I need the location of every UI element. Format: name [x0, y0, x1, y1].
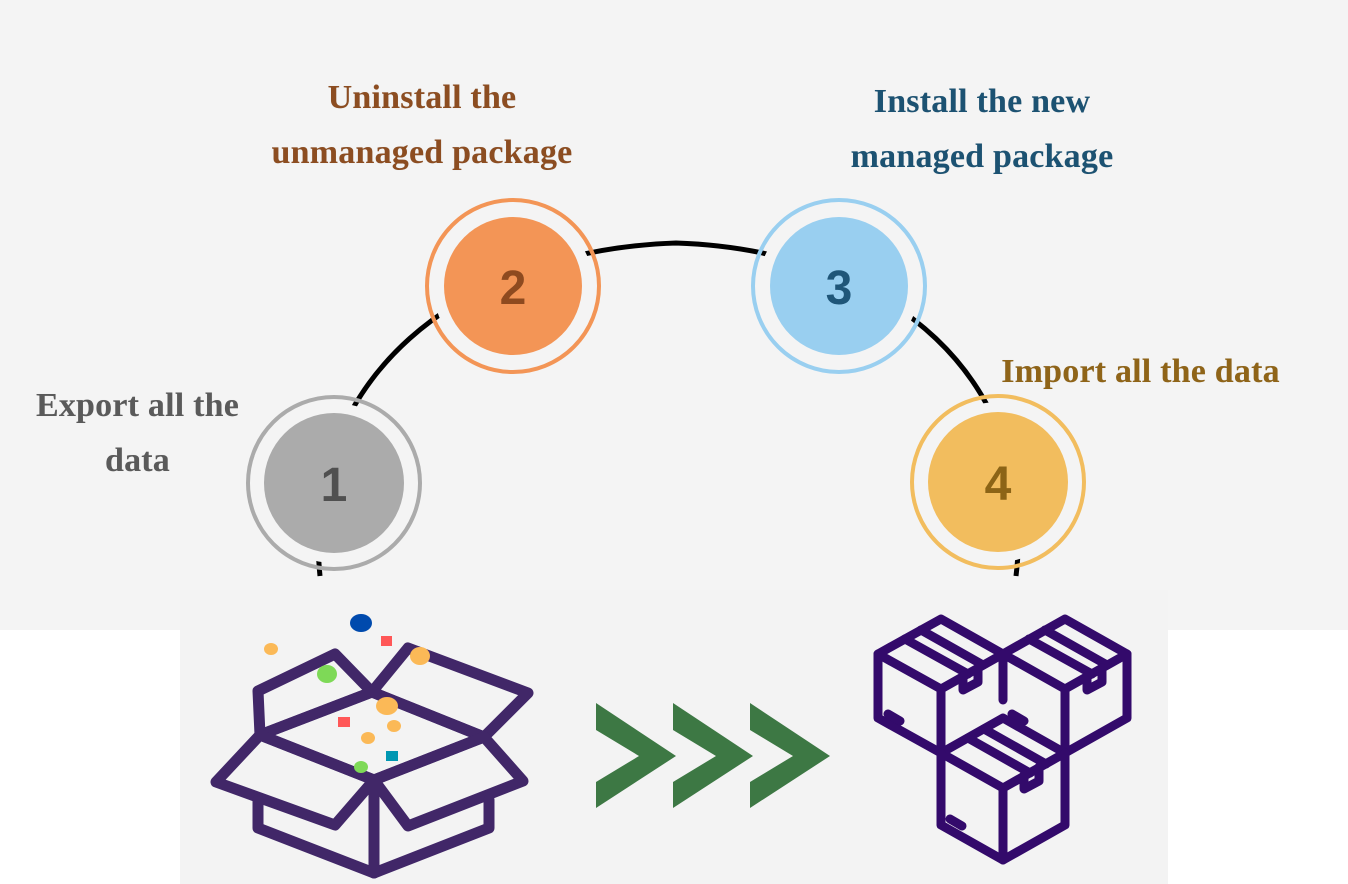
- step-1-number: 1: [321, 459, 348, 512]
- step-2: 2: [425, 198, 601, 374]
- step-2-disc: [444, 217, 582, 355]
- stacked-boxes-icon: [873, 614, 1132, 865]
- step-2-label: Uninstall the unmanaged package: [222, 70, 622, 180]
- step-2-ring: [425, 198, 601, 374]
- step-3: 3: [751, 198, 927, 374]
- step-2-label-line1: Uninstall the: [327, 79, 517, 116]
- step-1-ring: [246, 395, 422, 571]
- step-3-number: 3: [826, 262, 853, 315]
- step-3-label-line2: managed package: [850, 138, 1114, 175]
- step-1: 1: [246, 395, 422, 571]
- step-1-disc: [264, 413, 404, 553]
- step-4-ring: [910, 394, 1086, 570]
- step-3-ring: [751, 198, 927, 374]
- triple-chevron-right-icon: [596, 703, 830, 808]
- step-1-label-line1: Export all the: [35, 387, 239, 424]
- chevron-2: [673, 703, 753, 808]
- step-4-disc: [928, 412, 1068, 552]
- step-3-disc: [770, 217, 908, 355]
- step-3-label: Install the new managed package: [792, 74, 1172, 184]
- step-4-number: 4: [985, 458, 1012, 511]
- step-2-label-line2: unmanaged package: [271, 134, 573, 171]
- step-4-label: Import all the data: [968, 344, 1313, 399]
- step-4: 4: [910, 394, 1086, 570]
- step-1-label: Export all the data: [10, 378, 265, 488]
- chevron-1: [596, 703, 676, 808]
- step-1-label-line2: data: [104, 442, 171, 479]
- step-2-number: 2: [500, 262, 527, 315]
- open-box-icon: [210, 614, 534, 879]
- diagram-background: [0, 0, 1348, 630]
- step-4-label-line1: Import all the data: [1001, 353, 1280, 390]
- chevron-3: [750, 703, 830, 808]
- step-3-label-line1: Install the new: [873, 83, 1091, 120]
